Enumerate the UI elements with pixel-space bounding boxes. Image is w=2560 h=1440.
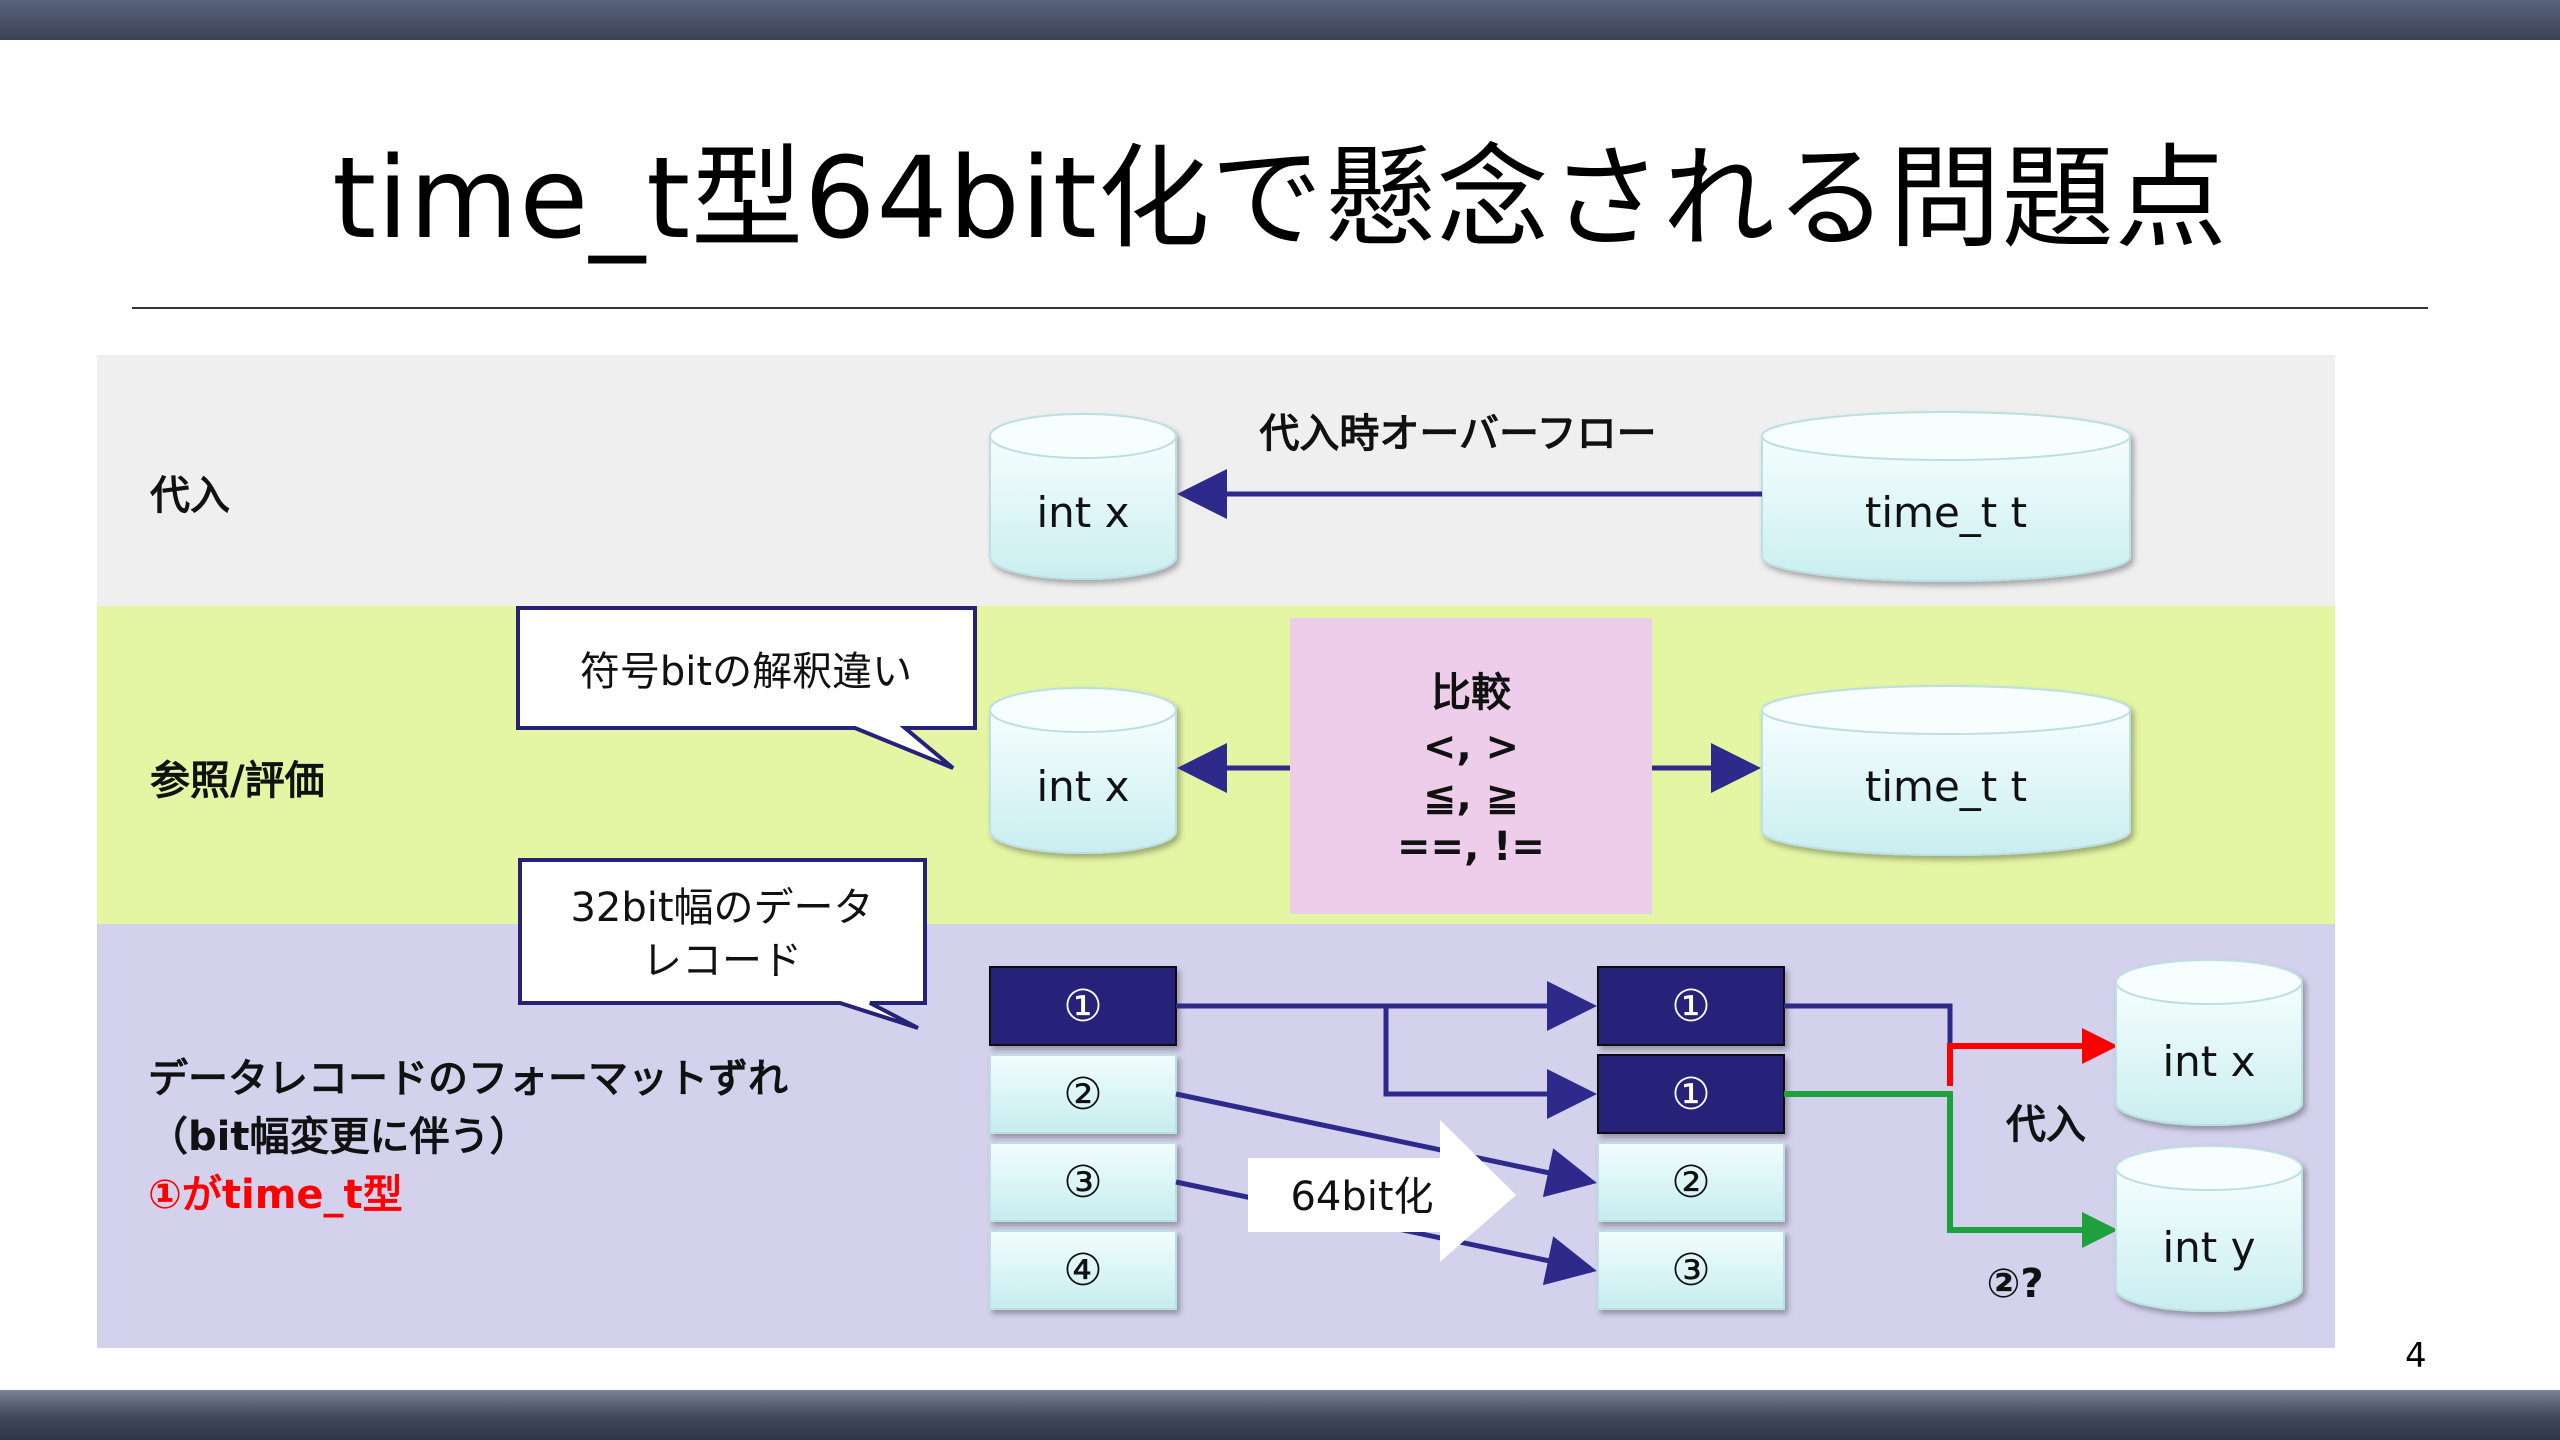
top-bar (0, 0, 2560, 40)
left-cell-1-label: ① (1063, 981, 1102, 1032)
row-label-record: データレコードのフォーマットずれ （bit幅変更に伴う） ①がtime_t型 (148, 1050, 788, 1224)
db-int-x-reference (989, 687, 1177, 854)
row-label-record-line3: ①がtime_t型 (148, 1172, 403, 1218)
assign-label: 代入 (2005, 1102, 2086, 1148)
row-label-record-line1: データレコードのフォーマットずれ (148, 1056, 788, 1102)
bottom-bar (0, 1390, 2560, 1440)
title-divider (132, 307, 2428, 309)
arrow-to-int-y (1784, 1091, 2118, 1248)
transform-label: 64bit化 (1290, 1174, 1433, 1220)
db-time-t-reference-label: time_t t (1865, 762, 2027, 811)
db-time-t-assign-label: time_t t (1865, 488, 2027, 537)
left-cell-2 (989, 1054, 1177, 1134)
right-cell-2 (1597, 1054, 1785, 1134)
db-int-y-record (2115, 1145, 2303, 1312)
callout-sign-bit (516, 606, 977, 770)
left-cell-4 (989, 1230, 1177, 1310)
callout-32bit-line2: レコード (642, 938, 802, 984)
compare-op-2: ≦, ≧ (1423, 774, 1519, 820)
callout-32bit-line1: 32bit幅のデータ (570, 885, 873, 931)
right-cell-4-label: ③ (1671, 1245, 1710, 1296)
label-assign-overflow: 代入時オーバーフロー (1258, 411, 1656, 457)
right-cell-3 (1597, 1142, 1785, 1222)
question-label: ②? (1986, 1261, 2043, 1307)
callout-32bit-record (518, 858, 927, 1030)
callout-sign-bit-text: 符号bitの解釈違い (580, 649, 912, 695)
compare-title: 比較 (1431, 670, 1512, 716)
left-cell-3-label: ③ (1063, 1157, 1102, 1208)
db-time-t-assign (1761, 411, 2131, 582)
db-int-y-record-label: int y (2163, 1223, 2256, 1272)
compare-op-1: <, > (1423, 724, 1519, 770)
compare-op-3: ==, != (1397, 824, 1545, 870)
page-number: 4 (2405, 1336, 2427, 1376)
map-arrow-1-to-1b (1383, 1006, 1597, 1119)
row-record-band (97, 924, 2335, 1348)
left-cell-3 (989, 1142, 1177, 1222)
slide-title: time_t型64bit化で懸念される問題点 (332, 134, 2228, 264)
compare-box (1290, 618, 1652, 914)
right-cell-1-label: ① (1671, 981, 1710, 1032)
db-time-t-reference (1761, 685, 2131, 856)
right-cell-4 (1597, 1230, 1785, 1310)
arrow-to-int-x (1947, 1028, 2118, 1086)
right-cell-3-label: ② (1671, 1157, 1710, 1208)
right-cell-1 (1597, 966, 1785, 1046)
db-int-x-assign (989, 413, 1177, 580)
db-int-x-reference-label: int x (1037, 762, 1130, 811)
db-int-x-record (2115, 959, 2303, 1126)
db-int-x-record-label: int x (2163, 1037, 2256, 1086)
left-cell-2-label: ② (1063, 1069, 1102, 1120)
right-cell-2-label: ① (1671, 1069, 1710, 1120)
connector-cell1-to-split (1784, 1003, 1953, 1086)
row-label-record-line2: （bit幅変更に伴う） (148, 1114, 530, 1160)
transform-arrow (1248, 1120, 1516, 1262)
row-label-reference: 参照/評価 (150, 758, 325, 804)
left-cell-1 (989, 966, 1177, 1046)
map-arrow-2-to-2 (1175, 1091, 1597, 1198)
row-label-assign: 代入 (150, 473, 230, 519)
db-int-x-assign-label: int x (1037, 488, 1130, 537)
left-cell-4-label: ④ (1063, 1245, 1102, 1296)
